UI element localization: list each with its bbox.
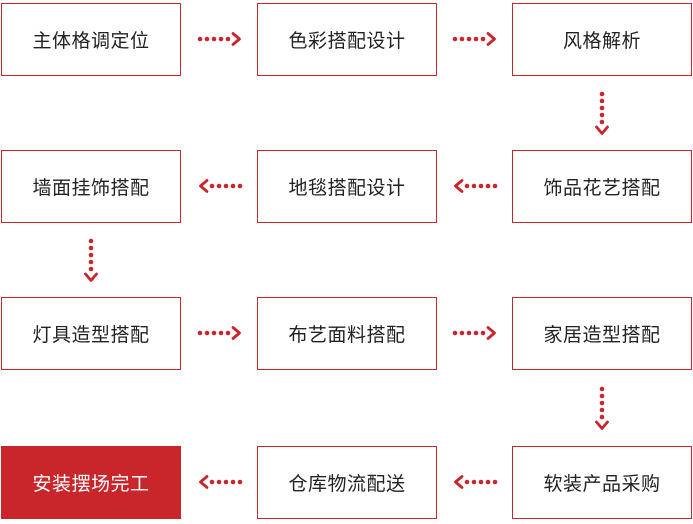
- step-box-5: 地毯搭配设计: [257, 150, 437, 223]
- step-label: 家居造型搭配: [543, 324, 661, 346]
- step-box-11: 仓库物流配送: [257, 446, 437, 519]
- step-label: 布艺面料搭配: [288, 324, 406, 346]
- step-label: 安装摆场完工: [32, 473, 150, 495]
- arrow-left-icon: [195, 178, 243, 194]
- step-label: 色彩搭配设计: [288, 30, 406, 52]
- arrow-right-icon: [197, 31, 245, 47]
- arrow-right-icon: [197, 325, 245, 341]
- step-label: 灯具造型搭配: [32, 324, 150, 346]
- step-box-8: 布艺面料搭配: [257, 297, 437, 370]
- arrow-down-icon: [594, 91, 610, 139]
- step-box-12: 安装摆场完工: [1, 446, 181, 519]
- step-label: 风格解析: [562, 30, 641, 52]
- step-box-10: 软装产品采购: [512, 446, 692, 519]
- step-box-6: 墙面挂饰搭配: [1, 150, 181, 223]
- step-label: 饰品花艺搭配: [543, 177, 661, 199]
- step-box-9: 家居造型搭配: [512, 297, 692, 370]
- arrow-right-icon: [452, 325, 500, 341]
- arrow-down-icon: [83, 238, 99, 286]
- step-label: 软装产品采购: [543, 473, 661, 495]
- step-label: 主体格调定位: [32, 30, 150, 52]
- arrow-left-icon: [450, 474, 498, 490]
- step-box-4: 饰品花艺搭配: [512, 150, 692, 223]
- arrow-left-icon: [195, 474, 243, 490]
- step-label: 地毯搭配设计: [288, 177, 406, 199]
- arrow-down-icon: [594, 386, 610, 434]
- arrow-left-icon: [450, 178, 498, 194]
- step-label: 墙面挂饰搭配: [32, 177, 150, 199]
- step-box-3: 风格解析: [512, 3, 692, 76]
- arrow-right-icon: [452, 31, 500, 47]
- step-box-2: 色彩搭配设计: [257, 3, 437, 76]
- step-box-7: 灯具造型搭配: [1, 297, 181, 370]
- step-label: 仓库物流配送: [288, 473, 406, 495]
- step-box-1: 主体格调定位: [1, 3, 181, 76]
